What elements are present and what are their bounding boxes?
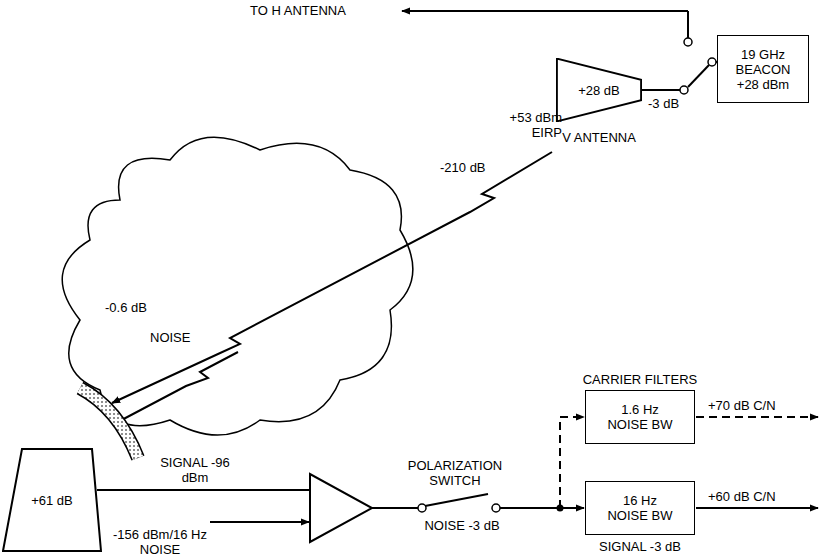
- horn-antenna: +28 dB: [556, 58, 642, 122]
- node-text: +28 dBm: [737, 77, 789, 92]
- node-text: 16 Hz NOISE BW: [604, 493, 676, 523]
- loss-label: -0.6 dB: [105, 300, 147, 315]
- filter-output-dashed: [696, 416, 818, 418]
- node-text: 19 GHz BEACON: [728, 47, 798, 77]
- node-text: +61 dB: [31, 493, 73, 508]
- filter-box: 1.6 Hz NOISE BW: [585, 390, 695, 444]
- v-antenna-wire: [642, 89, 680, 91]
- reflector-fill: [80, 388, 138, 458]
- part-name: V ANTENNA: [562, 130, 636, 145]
- cn-label: +70 dB C/N: [708, 398, 776, 413]
- dashed-branch: [560, 417, 584, 508]
- eirp-label: +53 dBm EIRP: [500, 110, 562, 140]
- node-text: +28 dB: [578, 83, 620, 98]
- part-name: POLARIZATION SWITCH: [400, 458, 510, 488]
- switch-terminal: [492, 504, 500, 512]
- noise-arrow: [210, 521, 309, 523]
- filter-output: [696, 507, 818, 509]
- switch-pivot: [708, 58, 716, 66]
- node-shape: [3, 449, 101, 551]
- switch-terminal: [418, 504, 426, 512]
- loss-label: -3 dB: [648, 96, 679, 111]
- signal-beam: [112, 152, 552, 403]
- cn-label: +60 dB C/N: [708, 489, 776, 504]
- switch-terminal: [680, 86, 688, 94]
- switch-blade: [425, 494, 488, 506]
- h-antenna-arrow: [402, 10, 688, 12]
- loss-label: NOISE -3 dB: [424, 518, 499, 533]
- receive-antenna: +61 dB: [2, 448, 102, 552]
- cloud-outline: [62, 137, 413, 435]
- node-shape: [557, 59, 641, 122]
- amp-output-wire: [372, 507, 418, 509]
- loss-label: -210 dB: [440, 160, 486, 175]
- note-label: TO H ANTENNA: [250, 3, 346, 18]
- noise-label: NOISE: [150, 330, 190, 345]
- reflector-outline: [80, 388, 138, 458]
- node-text: 1.6 Hz NOISE BW: [604, 402, 676, 432]
- filter-box: 16 Hz NOISE BW: [585, 481, 695, 535]
- h-antenna-wire: [687, 11, 689, 38]
- signal-label: SIGNAL -96 dBm: [159, 455, 231, 485]
- switch-terminal: [684, 38, 692, 46]
- signal-wire: [97, 489, 310, 491]
- noise-label: -156 dBm/16 Hz NOISE: [104, 527, 216, 557]
- amplifier-symbol: [310, 474, 372, 542]
- beacon-box: 19 GHz BEACON+28 dBm: [717, 35, 809, 103]
- switch-blade: [688, 65, 709, 87]
- part-name: CARRIER FILTERS: [583, 372, 698, 387]
- switch-output-wire: [500, 507, 584, 509]
- loss-label: SIGNAL -3 dB: [599, 539, 681, 554]
- noise-beam: [116, 352, 238, 423]
